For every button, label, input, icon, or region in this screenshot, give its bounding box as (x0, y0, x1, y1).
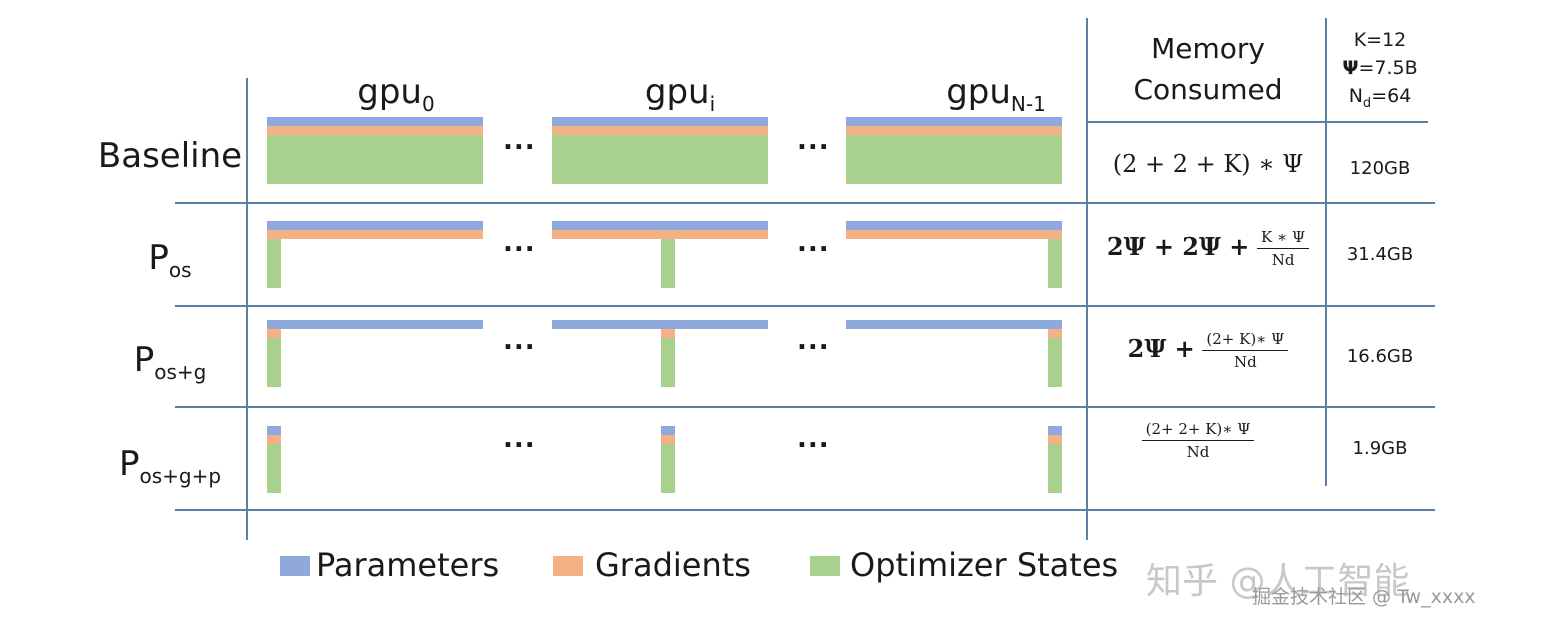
ellipsis-gpu0-gpui: ... (503, 424, 536, 454)
header-divider-line (1088, 121, 1428, 123)
formula-pos-g: 2Ψ + (2+ K)∗ Ψ Nd (1092, 330, 1324, 371)
gradients-shard (267, 329, 281, 338)
legend-gradients-label: Gradients (595, 546, 751, 584)
parameters-bar (846, 117, 1062, 126)
ellipsis-gpu0-gpui: ... (503, 326, 536, 356)
gradients-shard (661, 435, 675, 444)
value-divider-line (1325, 18, 1327, 486)
juejin-watermark: 掘金技术社区 @ Tw_xxxx (1252, 586, 1476, 608)
gpu-0-title: gpu0 (357, 72, 435, 116)
gradients-shard (1048, 435, 1062, 444)
optimizer-states-bar (846, 135, 1062, 184)
parameters-bar (846, 320, 1062, 329)
row-divider-3 (175, 406, 1435, 408)
optimizer-states-bar (552, 135, 768, 184)
memory-value-pos: 31.4GB (1346, 244, 1414, 265)
row-label-baseline: Baseline (97, 136, 243, 176)
row-divider-2 (175, 305, 1435, 307)
memory-value-baseline: 120GB (1349, 158, 1411, 179)
row-label-pos-g-p: Pos+g+p (118, 444, 222, 488)
gradients-bar (552, 126, 768, 135)
gradients-bar (552, 230, 768, 239)
parameters-bar (552, 221, 768, 230)
parameters-bar (267, 320, 483, 329)
gpu-i-title: gpui (644, 72, 716, 116)
optimizer-states-shard (661, 444, 675, 493)
gradients-bar (267, 126, 483, 135)
optimizer-states-shard (267, 338, 281, 387)
optimizer-states-shard (1048, 338, 1062, 387)
gradients-shard (661, 329, 675, 338)
row-divider-1 (175, 202, 1435, 204)
ellipsis-gpui-gpun: ... (797, 326, 830, 356)
gradients-shard (267, 435, 281, 444)
parameters-bar (267, 221, 483, 230)
optimizer-states-shard (267, 239, 281, 288)
gpu-n-1-title: gpuN-1 (946, 72, 1046, 116)
formula-fraction: (2+ 2+ K)∗ Ψ Nd (1141, 420, 1255, 461)
parameters-bar (552, 117, 768, 126)
legend-optimizer-states-swatch (810, 556, 840, 576)
parameters-shard (267, 426, 281, 435)
ellipsis-gpui-gpun: ... (797, 424, 830, 454)
formula-pos-g-p: (2+ 2+ K)∗ Ψ Nd (1092, 420, 1304, 461)
zhihu-watermark: 知乎 @人工智能 (1146, 561, 1410, 602)
row-label-pos: Pos (148, 238, 192, 282)
optimizer-states-shard (661, 338, 675, 387)
optimizer-states-shard (1048, 444, 1062, 493)
formula-baseline: (2 + 2 + K) ∗ Ψ (1112, 150, 1304, 178)
optimizer-states-shard (1048, 239, 1062, 288)
legend-gradients-swatch (553, 556, 583, 576)
parameters-shard (1048, 426, 1062, 435)
gradients-bar (846, 126, 1062, 135)
memory-consumed-header: Memory Consumed (1133, 32, 1283, 106)
parameters-bar (267, 117, 483, 126)
legend-optimizer-states-label: Optimizer States (850, 546, 1119, 584)
parameter-header: K=12 Ψ=7.5B Nd=64 (1342, 29, 1418, 111)
optimizer-states-shard (267, 444, 281, 493)
legend-parameters-swatch (280, 556, 310, 576)
optimizer-states-bar (267, 135, 483, 184)
left-divider-line (246, 78, 248, 540)
gradients-shard (1048, 329, 1062, 338)
ellipsis-gpu0-gpui: ... (503, 126, 536, 156)
formula-fraction: (2+ K)∗ Ψ Nd (1202, 330, 1289, 371)
gradients-bar (267, 230, 483, 239)
memory-value-pos-g-p: 1.9GB (1352, 438, 1408, 459)
row-divider-4 (175, 509, 1435, 511)
gradients-bar (846, 230, 1062, 239)
psi-symbol: Ψ (1342, 57, 1359, 79)
formula-fraction: K ∗ Ψ Nd (1257, 228, 1310, 269)
ellipsis-gpui-gpun: ... (797, 126, 830, 156)
ellipsis-gpu0-gpui: ... (503, 228, 536, 258)
row-label-pos-g: Pos+g (133, 340, 207, 384)
optimizer-states-shard (661, 239, 675, 288)
memory-divider-line (1086, 18, 1088, 540)
formula-pos: 2Ψ + 2Ψ + K ∗ Ψ Nd (1092, 228, 1324, 269)
memory-value-pos-g: 16.6GB (1346, 346, 1414, 367)
parameters-bar (846, 221, 1062, 230)
legend-parameters-label: Parameters (316, 546, 500, 584)
ellipsis-gpui-gpun: ... (797, 228, 830, 258)
parameters-shard (661, 426, 675, 435)
parameters-bar (552, 320, 768, 329)
